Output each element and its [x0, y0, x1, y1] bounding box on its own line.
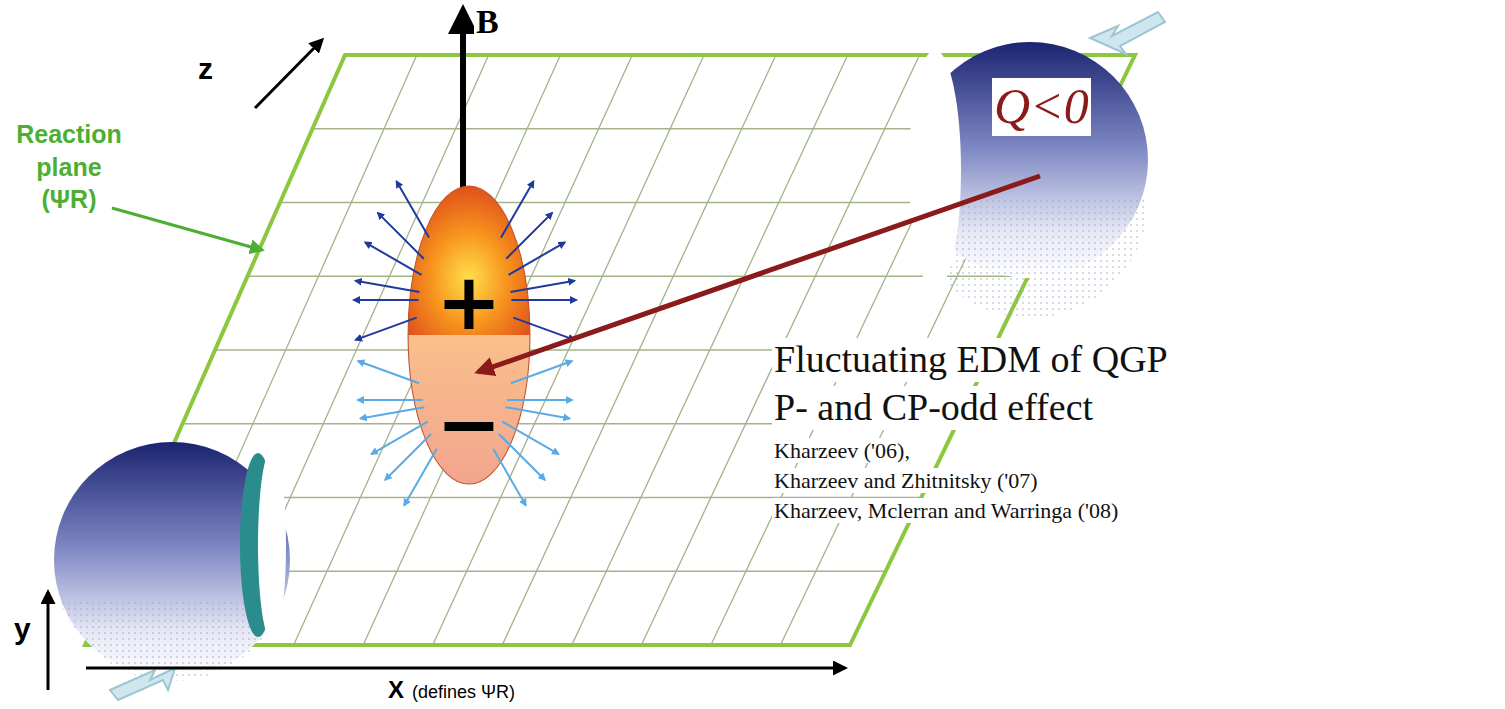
reference: Kharzeev, Mclerran and Warringa ('08)	[772, 498, 1120, 523]
reference: Kharzeev ('06),	[772, 438, 912, 463]
grid-line	[248, 276, 1029, 277]
field-arrow	[506, 213, 552, 259]
field-arrow	[501, 181, 533, 237]
field-arrow	[511, 281, 575, 292]
field-arrow	[358, 361, 419, 383]
field-arrow	[378, 213, 424, 259]
motion-arrow	[1090, 12, 1165, 54]
field-arrow	[506, 407, 570, 418]
field-arrow	[371, 422, 427, 455]
field-arrow	[511, 299, 576, 301]
minus-sign: −	[407, 385, 531, 463]
field-arrow	[356, 318, 417, 340]
plane-label: Reaction plane (ΨR)	[8, 118, 130, 216]
charge-ellipse: +−	[407, 185, 531, 485]
field-arrow	[509, 242, 565, 275]
axis-label: y	[12, 612, 33, 647]
nucleus	[54, 442, 290, 700]
x-axis	[86, 667, 845, 670]
field-arrow	[404, 449, 437, 505]
field-arrow	[499, 434, 545, 480]
nucleus-cut-edge	[258, 449, 286, 641]
field-arrow	[354, 299, 419, 301]
motion-arrow	[110, 668, 175, 700]
nucleus	[909, 12, 1165, 318]
reference: Kharzeev and Zhitnitsky ('07)	[772, 468, 1040, 493]
field-arrow	[502, 422, 558, 455]
field-arrow	[365, 242, 421, 275]
y-axis	[47, 592, 50, 690]
magnetic-field-arrow	[460, 10, 466, 190]
field-arrow	[358, 399, 423, 401]
axis-label: X	[386, 676, 406, 704]
field-label: B	[474, 2, 501, 41]
field-arrow	[513, 318, 574, 340]
field-arrow	[385, 434, 431, 480]
heading-line: Fluctuating EDM of QGP	[772, 338, 1170, 382]
field-arrow	[396, 181, 429, 237]
leader-line	[112, 208, 262, 250]
axis-note: (defines ΨR)	[410, 682, 517, 703]
plus-sign: +	[407, 263, 531, 341]
nucleus-cut-edge	[909, 50, 961, 290]
heading-line: P- and CP-odd effect	[772, 386, 1095, 430]
axis-label: z	[196, 52, 215, 87]
field-arrow	[360, 407, 424, 418]
field-arrow	[493, 449, 526, 505]
field-arrow	[507, 399, 572, 401]
field-arrow	[511, 361, 572, 383]
z-axis	[255, 40, 322, 108]
charge-label: Q<0	[992, 78, 1091, 136]
field-arrow	[355, 281, 419, 292]
